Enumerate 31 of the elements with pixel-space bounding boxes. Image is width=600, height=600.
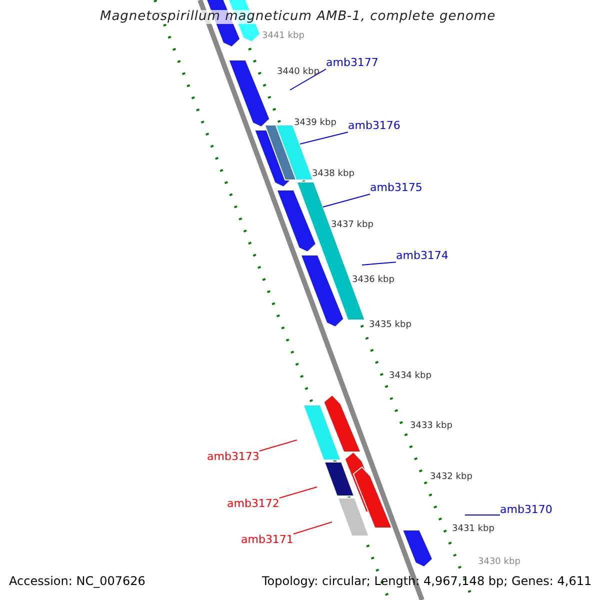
tick-label: 3439 kbp [294,119,336,129]
gene-label: amb3170 [500,504,552,516]
tick-label: 3434 kbp [389,372,432,382]
leader-line [300,132,348,144]
tick-label: 3436 kbp [352,276,394,286]
leader-line [290,68,326,90]
leader-line [292,522,332,534]
tick-label: 3430 kbp [478,558,520,568]
gene-label: amb3173 [207,451,260,464]
tick-label: 3433 kbp [410,422,452,432]
leader-line [362,262,396,266]
accession-text: Accession: NC_007626 [9,575,146,588]
leader-line [322,194,370,208]
tick-label: 3438 kbp [312,170,354,180]
gene-label: amb3175 [370,182,422,194]
leader-line [258,440,298,452]
gene-label: amb3174 [396,250,448,262]
tick-label: 3440 kbp [277,68,320,78]
title: Magnetospirillum magneticum AMB-1, complete genome [100,10,496,24]
tick-label: 3435 kbp [369,321,412,331]
leader-line [278,486,318,498]
genome-summary-text: Topology: circular; Length: 4,967,148 bp; Genes: 4,611 [262,575,592,588]
tick-label: 3431 kbp [452,525,494,535]
gene-label: amb3172 [227,498,280,510]
gene-label: amb3171 [241,534,294,546]
gene-label: amb3176 [348,120,400,132]
leader-line [464,514,500,516]
gene-label: amb3177 [326,57,378,70]
tick-label: 3432 kbp [430,473,472,483]
tick-label: 3441 kbp [262,32,304,42]
tick-label: 3437 kbp [331,221,374,231]
